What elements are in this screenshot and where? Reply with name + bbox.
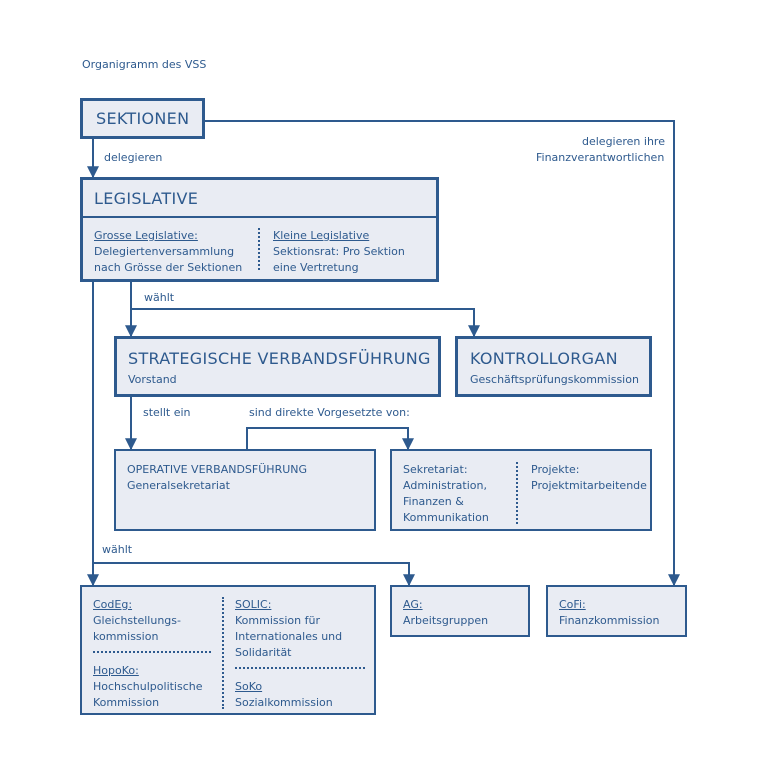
cofi-title: CoFi: xyxy=(559,598,586,611)
soko-title: SoKo xyxy=(235,680,263,693)
kommissionen-divider-right xyxy=(235,667,365,669)
legislative-box: LEGISLATIVE Grosse Legislative: Delegier… xyxy=(80,177,439,282)
label-vorgesetzte: sind direkte Vorgesetzte von: xyxy=(249,406,410,419)
legislative-header: LEGISLATIVE xyxy=(83,180,436,218)
kommissionen-divider-left xyxy=(93,651,211,653)
label-waehlt-bottom: wählt xyxy=(102,543,133,556)
kommissionen-divider-vertical xyxy=(222,597,224,709)
kontrollorgan-title: KONTROLLORGAN xyxy=(470,349,618,368)
solic-line2: Internationales und xyxy=(235,630,343,643)
hopoko-line1: Hochschulpolitische xyxy=(93,680,203,693)
sekretariat-line2: Finanzen & xyxy=(403,495,464,508)
cofi-box: CoFi: Finanzkommission xyxy=(546,585,687,637)
label-stellt-ein: stellt ein xyxy=(143,406,191,419)
solic-title: SOLIC: xyxy=(235,598,272,611)
projekte-title: Projekte: xyxy=(531,463,580,476)
ag-line1: Arbeitsgruppen xyxy=(403,614,489,627)
sekretariat-title: Sekretariat: xyxy=(403,463,468,476)
strategisch-title: STRATEGISCHE VERBANDSFÜHRUNG xyxy=(128,349,431,368)
operativ-box: OPERATIVE VERBANDSFÜHRUNG Generalsekreta… xyxy=(114,449,376,531)
hopoko-title: HopoKo: xyxy=(93,664,139,677)
sekretariat-line1: Administration, xyxy=(403,479,487,492)
sekretariat-box: Sekretariat: Administration, Finanzen & … xyxy=(390,449,652,531)
sekretariat-line3: Kommunikation xyxy=(403,511,489,524)
codeg-title: CodEg: xyxy=(93,598,133,611)
sektionen-label: SEKTIONEN xyxy=(96,109,190,128)
legislative-divider xyxy=(258,228,260,270)
label-finanz-1: delegieren ihre xyxy=(582,135,665,148)
kleine-legislative-title: Kleine Legislative xyxy=(273,229,370,242)
kontrollorgan-subtitle: Geschäftsprüfungskommission xyxy=(470,373,639,386)
operativ-subtitle: Generalsekretariat xyxy=(127,479,230,492)
codeg-line2: kommission xyxy=(93,630,159,643)
strategisch-subtitle: Vorstand xyxy=(128,373,177,386)
kommissionen-box: CodEg: Gleichstellungs- kommission HopoK… xyxy=(80,585,376,715)
edge-vorgesetzte xyxy=(246,427,414,451)
page-title: Organigramm des VSS xyxy=(82,58,207,71)
cofi-line1: Finanzkommission xyxy=(559,614,660,627)
grosse-legislative-line1: Delegiertenversammlung xyxy=(94,245,235,258)
grosse-legislative-title: Grosse Legislative: xyxy=(94,229,198,242)
kleine-legislative-line1: Sektionsrat: Pro Sektion xyxy=(273,245,405,258)
kleine-legislative-line2: eine Vertretung xyxy=(273,261,359,274)
ag-title: AG: xyxy=(403,598,423,611)
sektionen-box: SEKTIONEN xyxy=(80,98,205,139)
sekretariat-divider xyxy=(516,462,518,524)
grosse-legislative-line2: nach Grösse der Sektionen xyxy=(94,261,243,274)
operativ-title: OPERATIVE VERBANDSFÜHRUNG xyxy=(127,463,308,476)
label-delegieren: delegieren xyxy=(104,151,163,164)
solic-line1: Kommission für xyxy=(235,614,320,627)
ag-box: AG: Arbeitsgruppen xyxy=(390,585,530,637)
codeg-line1: Gleichstellungs- xyxy=(93,614,181,627)
label-finanz-2: Finanzverantwortlichen xyxy=(536,151,665,164)
strategisch-box: STRATEGISCHE VERBANDSFÜHRUNG Vorstand xyxy=(114,336,441,397)
solic-line3: Solidarität xyxy=(235,646,292,659)
soko-line1: Sozialkommission xyxy=(235,696,333,709)
projekte-line1: Projektmitarbeitende xyxy=(531,479,647,492)
hopoko-line2: Kommission xyxy=(93,696,160,709)
kontrollorgan-box: KONTROLLORGAN Geschäftsprüfungskommissio… xyxy=(455,336,652,397)
label-waehlt-top: wählt xyxy=(144,291,175,304)
legislative-title: LEGISLATIVE xyxy=(94,189,199,208)
edge-waehlt-ag xyxy=(93,562,415,587)
edge-waehlt-kontroll xyxy=(131,308,480,338)
edge-sektionen-cofi xyxy=(205,120,680,587)
